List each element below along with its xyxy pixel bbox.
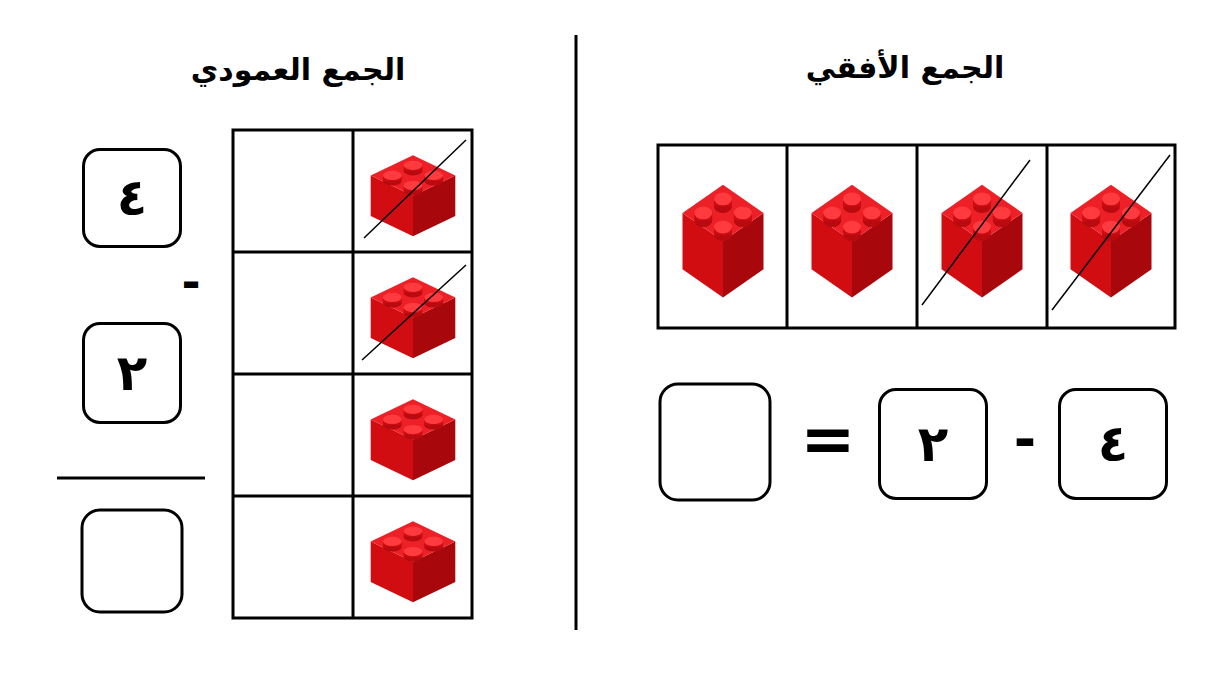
divider-line [575, 35, 578, 630]
number-box: ٢ [82, 322, 182, 424]
minus-sign: - [181, 259, 200, 305]
minus-sign: - [1014, 413, 1036, 467]
lego-brick [1071, 185, 1152, 298]
lego-brick [371, 277, 456, 358]
cross-out-line [1052, 155, 1170, 310]
frame-line [233, 495, 472, 498]
answer-box [82, 510, 182, 612]
number-text: ٢ [117, 348, 148, 398]
frame-border [658, 145, 1175, 328]
section-heading: الجمع العمودي [191, 55, 406, 85]
frame-line [233, 251, 472, 254]
equals-sign: = [800, 407, 855, 473]
lego-brick [942, 185, 1023, 298]
number-box: ٤ [82, 148, 182, 248]
frame-line [786, 145, 789, 328]
cross-out-line [362, 265, 466, 360]
number-text: ٤ [1098, 419, 1129, 469]
vertical-frame [233, 130, 472, 618]
lego-brick [812, 185, 893, 298]
section-heading: الجمع الأفقي [806, 53, 1004, 83]
frame-line [1046, 145, 1049, 328]
frame-border [233, 130, 472, 618]
horizontal-frame [658, 145, 1175, 328]
lego-brick [371, 521, 456, 602]
number-text: ٢ [918, 419, 949, 469]
number-box: ٤ [1058, 388, 1168, 500]
number-text: ٤ [117, 173, 148, 223]
lego-brick [683, 185, 764, 298]
frame-line [916, 145, 919, 328]
cross-out-line [922, 160, 1030, 305]
frame-line [233, 373, 472, 376]
cross-out-line [364, 140, 466, 238]
lego-brick [371, 155, 456, 236]
sum-line [57, 477, 205, 480]
number-box: ٢ [878, 388, 988, 500]
lego-brick [371, 399, 456, 480]
answer-box [660, 384, 770, 500]
